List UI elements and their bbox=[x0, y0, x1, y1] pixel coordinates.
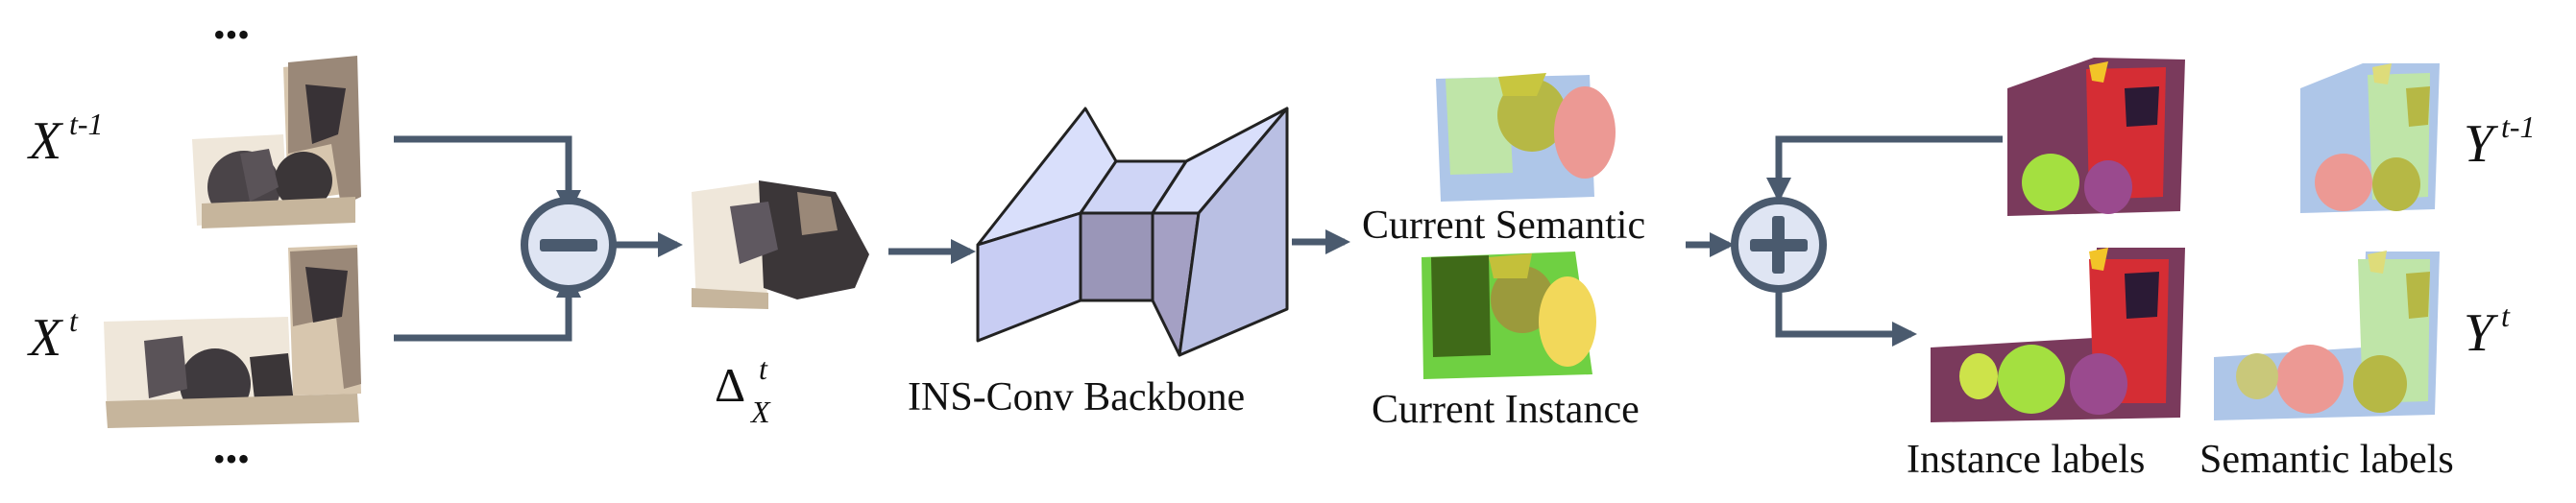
instance-labels-caption: Instance labels bbox=[1907, 438, 2145, 482]
curr-labels-superscript: t bbox=[2501, 299, 2511, 333]
arrow-curr-to-minus bbox=[394, 273, 581, 342]
point-cloud-delta bbox=[692, 180, 869, 309]
delta-superscript: t bbox=[759, 351, 768, 386]
backbone-right-front bbox=[1178, 107, 1289, 357]
instance-labels-curr bbox=[1931, 248, 2185, 422]
current-semantic-map bbox=[1436, 73, 1616, 202]
arrow-plus-to-labels bbox=[1775, 291, 1917, 347]
arrow-prev-to-minus bbox=[394, 135, 581, 215]
current-instance-label: Current Instance bbox=[1372, 388, 1640, 432]
prev-input-symbol: X bbox=[27, 111, 64, 171]
arrow-prev-labels-to-plus bbox=[1766, 135, 2003, 203]
curr-labels-symbol: Y bbox=[2464, 303, 2499, 363]
backbone-network bbox=[976, 107, 1289, 357]
curr-input-symbol: X bbox=[27, 308, 64, 368]
point-cloud-prev bbox=[192, 56, 361, 228]
backbone-label: INS-Conv Backbone bbox=[908, 375, 1245, 419]
prev-labels-superscript: t-1 bbox=[2501, 109, 2536, 144]
instance-labels-prev bbox=[2007, 58, 2185, 216]
plus-icon-v bbox=[1772, 216, 1785, 274]
ellipsis-bottom: ••• bbox=[213, 440, 250, 478]
current-semantic-label: Current Semantic bbox=[1362, 204, 1645, 248]
prev-input-superscript: t-1 bbox=[69, 107, 104, 141]
input-arrows bbox=[394, 135, 581, 342]
semantic-labels-caption: Semantic labels bbox=[2199, 438, 2454, 482]
point-cloud-curr bbox=[104, 245, 361, 428]
minus-icon bbox=[540, 239, 597, 252]
backbone-mid-front bbox=[1079, 211, 1154, 302]
ellipsis-top: ••• bbox=[213, 15, 250, 54]
semantic-labels-curr bbox=[2214, 251, 2440, 420]
subtract-operator bbox=[521, 197, 617, 293]
curr-input-superscript: t bbox=[69, 303, 79, 338]
delta-label: Δ t X bbox=[715, 351, 771, 429]
add-operator bbox=[1731, 197, 1827, 293]
delta-symbol: Δ bbox=[715, 358, 745, 412]
semantic-labels-prev bbox=[2300, 63, 2440, 213]
current-instance-map bbox=[1422, 252, 1596, 379]
prev-labels-symbol: Y bbox=[2464, 114, 2499, 174]
input-labels: ••• ••• X t-1 X t bbox=[27, 15, 250, 478]
delta-subscript: X bbox=[749, 395, 771, 429]
